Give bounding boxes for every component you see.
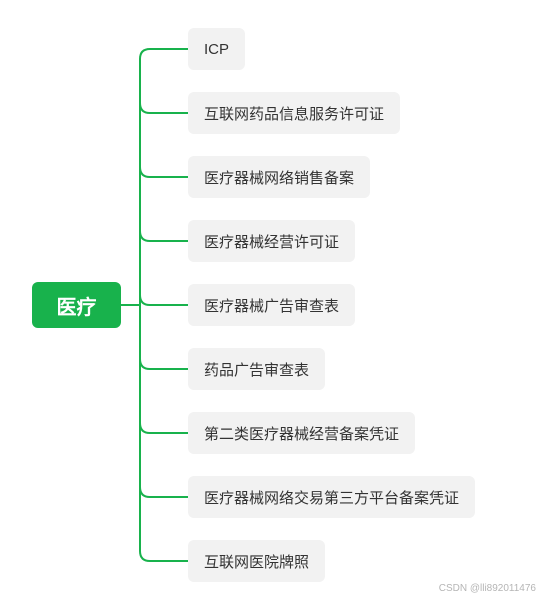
branch-connector	[139, 294, 188, 306]
child-node-device-online-sales-filing[interactable]: 医疗器械网络销售备案	[188, 156, 371, 198]
root-node-label: 医疗	[56, 296, 97, 319]
child-node-class2-device-filing-certificate[interactable]: 第二类医疗器械经营备案凭证	[188, 412, 416, 454]
child-node-label: 互联网医院牌照	[204, 553, 310, 571]
root-node[interactable]: 医疗	[32, 282, 121, 328]
child-node-label: 互联网药品信息服务许可证	[204, 105, 385, 123]
child-node-icp[interactable]: ICP	[188, 28, 246, 70]
branch-connector	[139, 486, 188, 498]
child-node-label: ICP	[204, 40, 230, 58]
watermark: CSDN @lli892011476	[438, 583, 536, 594]
child-node-label: 医疗器械广告审查表	[204, 297, 340, 315]
child-node-device-third-party-platform-filing[interactable]: 医疗器械网络交易第三方平台备案凭证	[188, 476, 476, 518]
child-node-label: 药品广告审查表	[204, 361, 310, 379]
child-node-device-business-license[interactable]: 医疗器械经营许可证	[188, 220, 356, 262]
branch-connector	[139, 550, 188, 562]
branch-connector	[139, 422, 188, 434]
branch-connector	[139, 48, 188, 60]
child-node-device-ad-review-form[interactable]: 医疗器械广告审查表	[188, 284, 356, 326]
child-node-label: 第二类医疗器械经营备案凭证	[204, 425, 400, 443]
branch-connector	[139, 230, 188, 242]
branch-connector	[139, 358, 188, 370]
child-node-drug-ad-review-form[interactable]: 药品广告审查表	[188, 348, 326, 390]
child-node-label: 医疗器械网络销售备案	[204, 169, 355, 187]
child-node-internet-drug-info-license[interactable]: 互联网药品信息服务许可证	[188, 92, 401, 134]
child-node-label: 医疗器械经营许可证	[204, 233, 340, 251]
branch-connector	[139, 102, 188, 114]
child-node-internet-hospital-license[interactable]: 互联网医院牌照	[188, 540, 326, 582]
branch-connector	[139, 166, 188, 178]
child-node-label: 医疗器械网络交易第三方平台备案凭证	[204, 489, 460, 507]
